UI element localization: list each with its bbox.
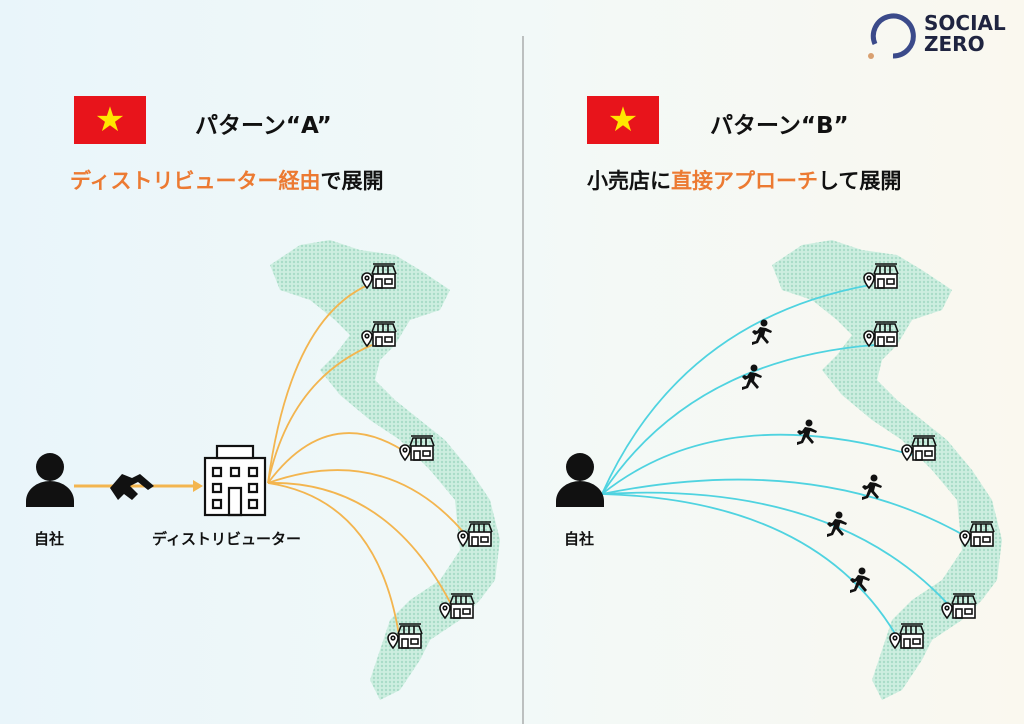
vietnam-map-b: [772, 240, 1002, 700]
self-person-icon: [26, 453, 74, 507]
self-person-icon: [556, 453, 604, 507]
logo-text: ZERO: [924, 32, 985, 56]
subtitle-highlight: ディストリビューター経由: [70, 169, 321, 193]
subtitle-rest: で展開: [320, 169, 384, 193]
pattern-b-title: パターン“B”: [710, 113, 849, 139]
pattern-a-title: パターン“A”: [195, 113, 332, 139]
arrow-icon: [193, 480, 203, 492]
distributor-label: ディストリビューター: [152, 530, 301, 548]
vietnam-map-a: [270, 240, 500, 700]
runner-icon: [827, 511, 847, 537]
subtitle-pre: 小売店に: [587, 169, 671, 193]
direct-lines: [601, 284, 973, 643]
self-label: 自社: [564, 530, 595, 548]
pattern-a-subtitle: ディストリビューター経由で展開: [70, 165, 384, 195]
runner-icon: [797, 419, 817, 445]
logo-mark-icon: [870, 13, 916, 59]
logo-text: SOCIAL: [924, 11, 1006, 35]
pattern-b-subtitle: 小売店に直接アプローチして展開: [587, 165, 901, 195]
handshake-icon: [110, 474, 154, 500]
distribution-lines: [267, 284, 471, 643]
building-icon: [203, 444, 267, 517]
runner-icon: [742, 364, 762, 390]
subtitle-highlight: 直接アプローチ: [671, 169, 818, 193]
subtitle-rest: して展開: [818, 169, 902, 193]
vietnam-flag-icon: ★: [74, 96, 146, 144]
self-label: 自社: [34, 530, 65, 548]
vietnam-flag-icon: ★: [587, 96, 659, 144]
